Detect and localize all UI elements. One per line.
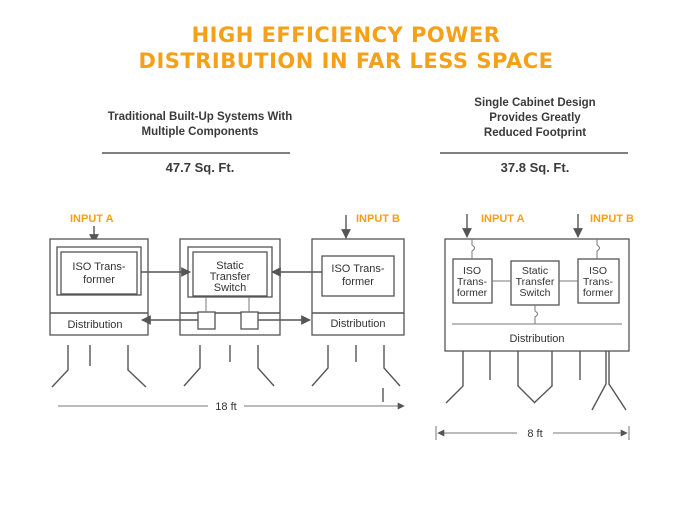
left-cabinet-a: ISO Trans- former Distribution	[49, 238, 149, 336]
right-output-cables	[445, 351, 627, 411]
right-cabinet: ISO Trans- former Static Transfer Switch…	[444, 238, 630, 352]
left-sts-line-1: Static	[216, 260, 244, 272]
left-dist-b-label: Distribution	[330, 318, 385, 330]
left-dist-a-label: Distribution	[67, 319, 122, 331]
right-iso-a-line-2: Trans-	[457, 276, 487, 288]
left-area: 47.7 Sq. Ft.	[165, 160, 235, 175]
left-input-b-label: INPUT B	[356, 213, 400, 225]
left-iso-a-line-1: ISO Trans-	[72, 261, 126, 273]
right-area: 37.8 Sq. Ft.	[500, 160, 570, 175]
right-iso-a-line-1: ISO	[463, 265, 481, 277]
right-heading-line-3: Reduced Footprint	[483, 127, 587, 139]
left-dimension: 18 ft	[58, 401, 405, 413]
right-sts-line-2: Transfer	[516, 276, 555, 288]
right-dimension: 8 ft	[435, 426, 630, 440]
left-iso-b-line-2: former	[342, 276, 374, 288]
right-sts-line-3: Switch	[520, 287, 551, 299]
right-sts-line-1: Static	[522, 265, 548, 277]
title-line-1: HIGH EFFICIENCY POWER	[191, 23, 501, 47]
left-sts-line-2: Transfer	[210, 271, 251, 283]
left-cabinet-sts: Static Transfer Switch	[179, 238, 281, 336]
left-input-a-label: INPUT A	[70, 213, 114, 225]
right-dist-label: Distribution	[509, 333, 564, 345]
left-heading: Traditional Built-Up Systems With Multip…	[70, 110, 330, 140]
right-width-label: 8 ft	[527, 428, 542, 440]
left-iso-a-line-2: former	[83, 274, 115, 286]
left-heading-line-2: Multiple Components	[141, 126, 259, 138]
left-iso-b-line-1: ISO Trans-	[331, 263, 385, 275]
right-iso-b-line-2: Trans-	[583, 276, 613, 288]
right-heading: Single Cabinet Design Provides Greatly R…	[430, 96, 640, 141]
right-heading-line-1: Single Cabinet Design	[474, 97, 596, 109]
left-width-label: 18 ft	[215, 401, 236, 413]
right-iso-b-line-3: former	[583, 287, 614, 299]
left-heading-line-1: Traditional Built-Up Systems With	[107, 111, 293, 123]
right-input-a-label: INPUT A	[481, 213, 525, 225]
left-output-cables	[51, 345, 401, 402]
right-iso-a-line-3: former	[457, 287, 488, 299]
right-iso-b-line-1: ISO	[589, 265, 607, 277]
left-cabinet-b: ISO Trans- former Distribution	[311, 238, 405, 336]
right-input-b-label: INPUT B	[590, 213, 634, 225]
left-sts-line-3: Switch	[214, 282, 246, 294]
title-line-2: DISTRIBUTION IN FAR LESS SPACE	[138, 49, 554, 73]
page-title: HIGH EFFICIENCY POWER DISTRIBUTION IN FA…	[0, 22, 692, 74]
right-heading-line-2: Provides Greatly	[489, 112, 581, 124]
